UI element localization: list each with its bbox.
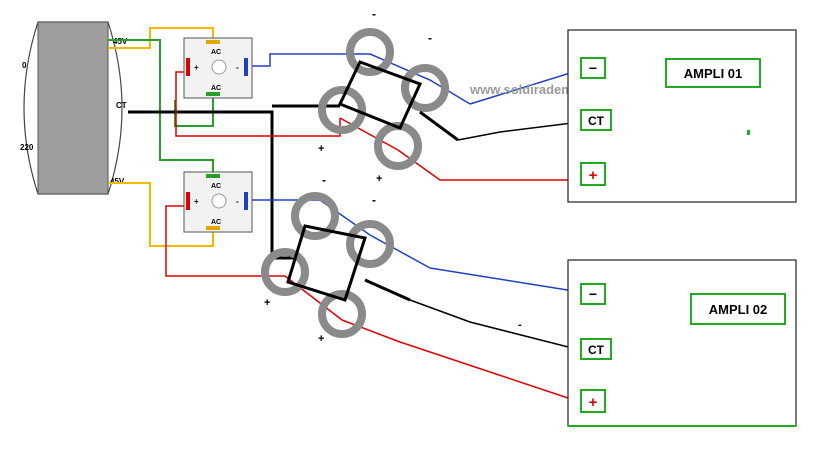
- bridge-rectifier-1: AC AC + -: [183, 37, 253, 99]
- ampli-01-ct-terminal[interactable]: [580, 109, 612, 131]
- ampli-01-name-box: [665, 58, 761, 88]
- bridge-rectifier-2: AC AC + -: [183, 171, 253, 233]
- capacitor-group-2: - - + +: [261, 173, 411, 345]
- ampli-02-name: AMPLI 02: [709, 302, 768, 317]
- cap-2a-minus-mark: -: [322, 173, 326, 187]
- capacitor-1-ground-bus: [337, 60, 423, 130]
- blue-wire-bridge1: [245, 53, 370, 67]
- capacitor-2c: [261, 248, 309, 296]
- primary-label-0: 0: [22, 61, 27, 70]
- ampli-02-ct-terminal[interactable]: [580, 338, 612, 360]
- bridge-2-ac-top-label: AC: [211, 183, 221, 190]
- bridge-1-ac-bottom-label: AC: [211, 85, 221, 92]
- cap-1b-minus-mark: -: [428, 31, 432, 45]
- secondary-label-45v-bottom: 45V: [110, 177, 125, 186]
- ct-wire-ampli-02: [409, 299, 581, 351]
- ampli-02-plus-terminal[interactable]: [580, 389, 606, 413]
- ampli-01-name: AMPLI 01: [684, 66, 743, 81]
- ampli-01-minus-label: −: [589, 60, 597, 76]
- blue-wire-ampli-01: [469, 69, 581, 105]
- capacitor-1-ground-tail: [419, 110, 459, 142]
- secondary-label-ct: CT: [116, 101, 127, 110]
- ampli-02-plus-label: +: [589, 394, 598, 411]
- red-wire-ampli-02: [341, 319, 581, 403]
- cap-1a-minus-mark: -: [372, 7, 376, 21]
- red-wire-ampli-01: [397, 149, 580, 181]
- ampli-02-minus-terminal[interactable]: [580, 283, 606, 305]
- bridge-1-minus-pin: [244, 58, 248, 76]
- ampli-01-minus-terminal[interactable]: [580, 57, 606, 79]
- bridge-2-plus-label: +: [194, 197, 199, 206]
- bridge-2-ac-bottom-label: AC: [211, 219, 221, 226]
- blue-wire-ampli-02: [429, 267, 581, 293]
- bridge-2-ac-top-pin: [206, 174, 220, 178]
- cap-2b-minus-mark: -: [372, 193, 376, 207]
- cap-2c-plus-mark: +: [264, 297, 270, 309]
- cap-1c-plus-mark: +: [318, 143, 324, 155]
- ct-output-wires: [409, 121, 581, 351]
- primary-label-220: 220: [20, 143, 34, 152]
- transformer: 0 220 45V CT 45V: [20, 21, 128, 195]
- ampli-01-plus-label: +: [589, 167, 598, 184]
- bridge-1-plus-pin: [186, 58, 190, 76]
- ct-wire-2-mark: -: [518, 319, 522, 331]
- cap-2d-plus-mark: +: [318, 333, 324, 345]
- ampli-02-ct-label: CT: [588, 343, 605, 357]
- ampli-01-ct-label: CT: [588, 114, 605, 128]
- capacitor-1b: [401, 64, 449, 112]
- cap-1d-plus-mark: +: [376, 173, 382, 185]
- ampli-01-plus-terminal[interactable]: [580, 162, 606, 186]
- capacitor-2d: [318, 290, 366, 338]
- capacitor-1d: [374, 122, 422, 170]
- capacitor-2b: [346, 220, 394, 268]
- capacitor-2a: [291, 192, 339, 240]
- capacitor-2-ground-tail: [364, 278, 411, 302]
- capacitor-2-ground-bus: [286, 224, 367, 302]
- capacitor-1c: [318, 86, 366, 134]
- yellow-wire-1: [108, 27, 214, 49]
- bridge-1-ac-top-label: AC: [211, 49, 221, 56]
- secondary-label-45v-top: 45V: [113, 37, 128, 46]
- yellow-wire-2: [108, 182, 214, 247]
- ampli-02: AMPLI 02 − CT +: [567, 259, 797, 427]
- ct-wire-ampli-01: [457, 121, 581, 141]
- bridge-1-ac-top-pin: [206, 40, 220, 44]
- bridge-2-minus-pin: [244, 192, 248, 210]
- ac-wires-yellow: [108, 27, 214, 247]
- ampli-02-minus-label: −: [589, 286, 597, 302]
- bridge-1-plus-label: +: [194, 63, 199, 72]
- bridge-2-ac-bottom-pin: [206, 226, 220, 230]
- bridge-1-mount-hole: [211, 59, 227, 75]
- green-wire-1: [108, 39, 214, 172]
- ampli-01: AMPLI 01 − CT +: [567, 29, 797, 203]
- bridge-1-minus-label: -: [236, 63, 239, 72]
- bridge-2-mount-hole: [211, 193, 227, 209]
- red-wire-bridge2: [165, 205, 285, 277]
- ampli-02-name-box: [690, 293, 786, 325]
- bridge-2-plus-pin: [186, 192, 190, 210]
- capacitor-1a: [346, 28, 394, 76]
- bridge-2-minus-label: -: [236, 197, 239, 206]
- transformer-core: [37, 21, 109, 195]
- bridge-1-ac-bottom-pin: [206, 92, 220, 96]
- capacitor-group-1: - - + +: [318, 7, 459, 185]
- red-wire-caps1-link: [339, 117, 399, 151]
- ampli-01-dot: [747, 130, 750, 135]
